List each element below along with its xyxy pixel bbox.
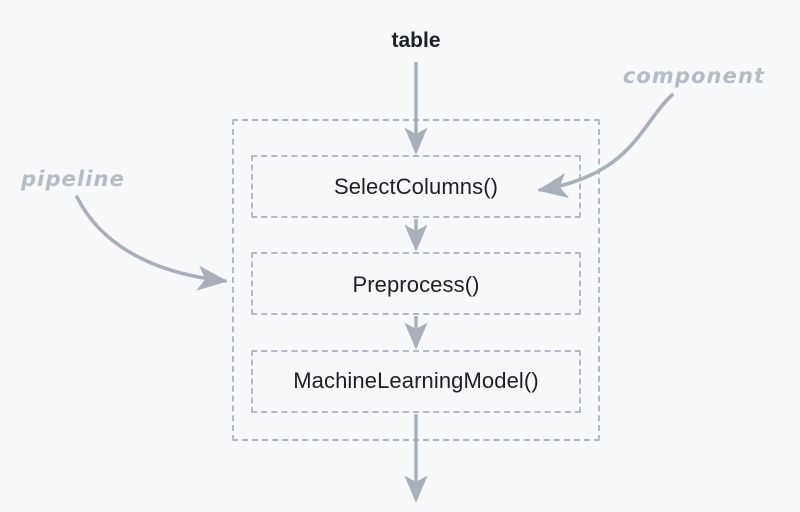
component-label-select-columns: SelectColumns() (333, 174, 499, 199)
component-box-preprocess[interactable] (251, 252, 581, 315)
annotation-arrow-pipeline (75, 195, 228, 291)
component-label-machine-learning-model: MachineLearningModel() (293, 368, 539, 393)
annotation-label-pipeline: pipeline (21, 167, 125, 191)
annotation-label-component: component (622, 64, 766, 88)
component-label-preprocess: Preprocess() (352, 272, 480, 297)
input-table-label: table (391, 29, 441, 52)
component-box-machine-learning-model[interactable] (251, 350, 581, 413)
